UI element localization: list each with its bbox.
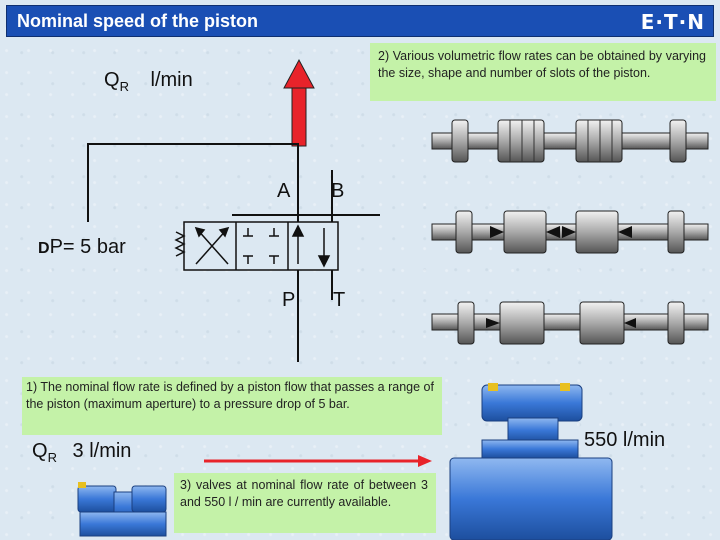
- qr-top-label: QR l/min: [104, 69, 193, 94]
- piston-3: [431, 301, 709, 345]
- flow-up-arrow: [283, 58, 315, 147]
- eaton-logo: E·T·N: [640, 10, 705, 34]
- note-available-valves: 3) valves at nominal flow rate of betwee…: [174, 473, 436, 533]
- piston-2: [431, 210, 709, 254]
- note-nominal-flow-rate: 1) The nominal flow rate is defined by a…: [22, 377, 442, 435]
- qr-top-unit: l/min: [150, 69, 193, 91]
- pressure-drop-text: P= 5 bar: [49, 236, 126, 258]
- note-various-flow-rates: 2) Various volumetric flow rates can be …: [370, 43, 716, 101]
- port-b-label: B: [331, 180, 345, 202]
- qr-top-q: Q: [104, 69, 120, 91]
- port-a-label: A: [277, 180, 291, 202]
- qr-bottom-q: Q: [32, 440, 48, 462]
- port-t-label: T: [333, 289, 346, 311]
- qr-bottom-sub: R: [47, 450, 57, 465]
- qr-bottom-value: 3 l/min: [72, 440, 132, 462]
- qr-bottom-label: QR 3 l/min: [32, 440, 131, 465]
- piston-1: [431, 119, 709, 163]
- hydraulic-lines: [87, 143, 380, 362]
- qr-top-sub: R: [119, 79, 129, 94]
- large-valve-image: [449, 383, 613, 540]
- title-bar: Nominal speed of the piston E·T·N: [6, 5, 714, 37]
- pressure-drop-label: DP= 5 bar: [38, 236, 126, 259]
- delta-icon: D: [38, 240, 50, 257]
- valve-symbol: [174, 221, 339, 271]
- small-valve-image: [77, 482, 167, 537]
- page-title: Nominal speed of the piston: [17, 11, 259, 31]
- flow-right-arrow: [204, 455, 432, 467]
- port-p-label: P: [282, 289, 296, 311]
- flow-550-label: 550 l/min: [584, 429, 666, 451]
